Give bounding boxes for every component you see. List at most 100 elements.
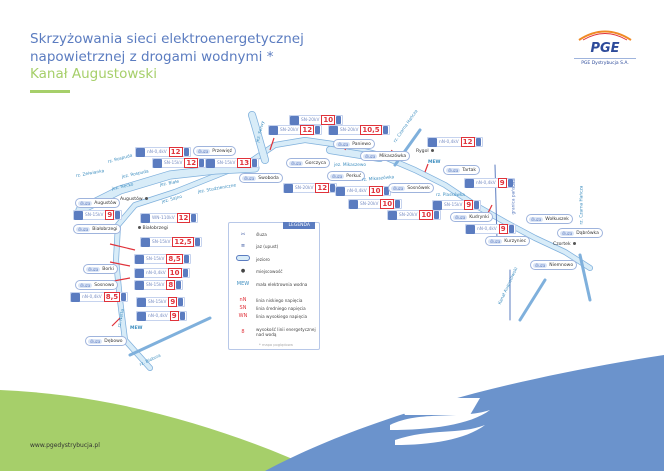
- legend: LEGENDA ⪥śluza≡jaz (upust)jezioro●miejsc…: [228, 222, 320, 350]
- crossing-voltage: nN-0,4kV: [82, 294, 102, 300]
- water-label: jez. Mikaszewo: [334, 163, 367, 168]
- place-bialobrzegi: Białobrzegi: [136, 226, 168, 231]
- lock-icon: śluza: [76, 226, 91, 232]
- power-pole-icon: [153, 158, 162, 168]
- legend-label: jezioro: [256, 256, 270, 262]
- lock-name: Białobrzegi: [92, 226, 118, 232]
- crossing-height: 9: [497, 178, 507, 188]
- crossing-height: 12: [315, 183, 330, 193]
- crossing-voltage: SN-20kV: [295, 185, 314, 191]
- lock-name: Dębowo: [104, 338, 123, 344]
- logo-brand: PGE: [590, 41, 620, 56]
- boat-height-icon: [179, 312, 185, 320]
- power-pole-icon: [141, 213, 150, 223]
- crossing-voltage: SN-20kV: [340, 127, 359, 133]
- legend-label: miejscowość: [256, 268, 283, 274]
- legend-item: MEW mała elektrownia wodna: [235, 281, 308, 287]
- crossing-voltage: SN-20kV: [360, 201, 379, 207]
- legend-item: jezioro: [235, 255, 270, 263]
- boat-height-icon: [176, 281, 182, 289]
- crossing-height: 9: [169, 311, 179, 321]
- crossing-voltage: nN-0,4kV: [147, 149, 167, 155]
- legend-item: ≡jaz (upust): [235, 243, 278, 249]
- legend-symbol: nN: [239, 297, 247, 303]
- border-label: granica państwa: [511, 178, 517, 215]
- legend-symbol: 8: [241, 329, 245, 335]
- lock-icon: śluza: [242, 175, 257, 181]
- lock-icon: śluza: [88, 338, 103, 344]
- legend-label: linia średniego napięcia: [256, 305, 306, 311]
- boat-height-icon: [252, 159, 258, 167]
- lock-icon: śluza: [363, 153, 378, 159]
- boat-height-icon: [115, 211, 121, 219]
- crossing-voltage: nN-0,4kV: [347, 188, 367, 194]
- boat-height-icon: [336, 116, 342, 124]
- power-pole-icon: [206, 158, 215, 168]
- legend-symbol: SN: [239, 305, 247, 311]
- lock-name: Mikaszówka: [379, 153, 407, 159]
- lock-icon: śluza: [453, 214, 468, 220]
- crossing-height: 12,5: [172, 237, 194, 247]
- website-url[interactable]: www.pgedystrybucja.pl: [30, 442, 100, 449]
- power-pole-icon: [465, 178, 474, 188]
- legend-label: linia wysokiego napięcia: [256, 313, 308, 319]
- place-czortek: Czortek: [553, 242, 576, 247]
- lock-name: Sosnówek: [407, 185, 430, 191]
- power-pole-icon: [137, 311, 146, 321]
- crossing-voltage: nN-0,4kV: [477, 226, 497, 232]
- power-pole-icon: [269, 125, 278, 135]
- lock-name: Perkuć: [346, 173, 362, 179]
- boat-height-icon: [183, 148, 189, 156]
- legend-title: LEGENDA: [283, 222, 315, 229]
- place-rygol: Rygol: [416, 149, 434, 154]
- lock-name: Tartak: [462, 167, 477, 173]
- power-pole-icon: [141, 237, 150, 247]
- legend-label: mała elektrownia wodna: [256, 281, 308, 287]
- sailboat: [390, 285, 490, 445]
- lock-icon: śluza: [289, 160, 304, 166]
- crossing-height: 10: [321, 115, 336, 125]
- boat-height-icon: [121, 293, 127, 301]
- legend-label: jaz (upust): [256, 243, 279, 249]
- power-pole-icon: [71, 292, 80, 302]
- page-subtitle: Kanał Augustowski: [30, 66, 157, 82]
- legend-label: śluza: [256, 231, 267, 237]
- logo-arc-icon: [578, 30, 632, 41]
- crossing-voltage: SN-15kV: [148, 299, 167, 305]
- crossing-height: 10: [380, 199, 395, 209]
- boat-height-icon: [178, 298, 184, 306]
- boat-height-icon: [382, 126, 388, 134]
- crossing-voltage: SN-20kV: [399, 212, 418, 218]
- crossing-height: 9: [168, 297, 178, 307]
- crossing-height: 10,5: [360, 125, 382, 135]
- crossing-height: 9: [105, 210, 115, 220]
- boat-height-icon: [182, 269, 188, 277]
- crossing-height: 9: [464, 200, 474, 210]
- crossing-voltage: SN-15kV: [85, 212, 104, 218]
- boat-height-icon: [434, 211, 440, 219]
- lock-name: Niemnowo: [549, 262, 574, 268]
- crossing-height: 8: [166, 280, 176, 290]
- power-pole-icon: [466, 224, 475, 234]
- lock-icon: śluza: [391, 185, 406, 191]
- boat-height-icon: [183, 255, 189, 263]
- lock-icon: śluza: [336, 141, 351, 147]
- legend-item: SN linia średniego napięcia: [235, 305, 306, 311]
- legend-symbol: MEW: [236, 281, 250, 287]
- lock-name: Dąbrówka: [576, 230, 599, 236]
- lock-icon: śluza: [446, 167, 461, 173]
